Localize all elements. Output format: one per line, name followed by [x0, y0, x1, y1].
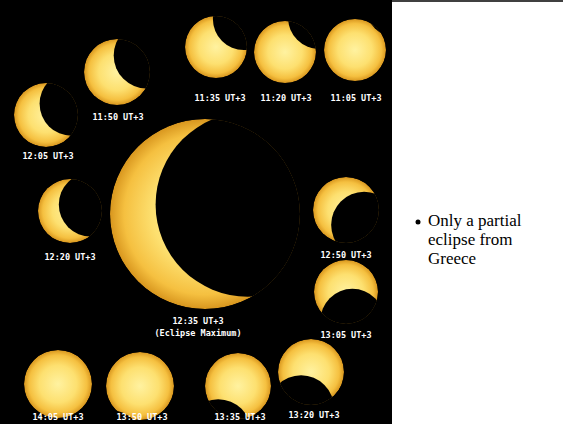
moon-shadow	[331, 192, 397, 258]
moon-shadow	[156, 112, 340, 296]
time-label: 11:20 UT+3	[260, 93, 311, 103]
moon-shadow	[366, 0, 428, 38]
sun-disc	[84, 23, 180, 106]
sun-disc	[110, 112, 340, 309]
black-panel	[0, 0, 392, 424]
time-label: 12:50 UT+3	[320, 250, 371, 260]
time-label: 11:50 UT+3	[92, 112, 143, 122]
moon-shadow	[213, 0, 275, 50]
time-label: (Eclipse Maximum)	[155, 328, 242, 338]
time-label: 12:05 UT+3	[22, 151, 73, 161]
sun-disc	[24, 350, 92, 418]
sun-disc	[185, 0, 275, 78]
time-label: 13:05 UT+3	[320, 330, 371, 340]
bullet-note: Only a partial eclipse from Greece	[428, 211, 524, 268]
sun-disc	[254, 0, 350, 83]
sun-disc	[185, 353, 271, 424]
sun-disc	[14, 72, 104, 147]
moon-shadow	[40, 72, 104, 136]
moon-shadow	[288, 0, 350, 49]
time-label: 13:35 UT+3	[214, 412, 265, 422]
sun-disc	[314, 260, 384, 353]
sun-disc	[313, 177, 397, 258]
moon-shadow	[114, 23, 180, 89]
top-rule	[392, 0, 563, 2]
time-label: 12:35 UT+3	[172, 316, 223, 326]
time-label: 11:05 UT+3	[330, 93, 381, 103]
sun-disc	[268, 339, 344, 424]
bullet-dot	[416, 220, 421, 225]
sun-disc	[324, 0, 428, 81]
time-label: 12:20 UT+3	[44, 252, 95, 262]
moon-shadow	[320, 289, 384, 353]
time-label: 13:50 UT+3	[116, 412, 167, 422]
sun-disc	[38, 173, 123, 243]
sun-photosphere	[106, 352, 174, 420]
time-label: 13:20 UT+3	[288, 410, 339, 420]
time-label: 11:35 UT+3	[194, 93, 245, 103]
sun-photosphere	[24, 350, 92, 418]
time-label: 14:05 UT+3	[32, 412, 83, 422]
